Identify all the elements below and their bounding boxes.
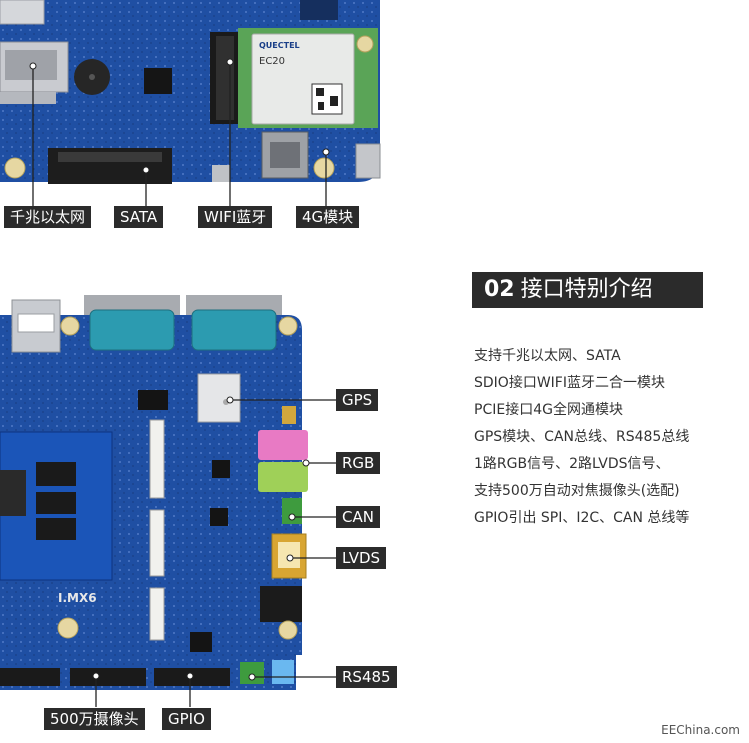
- feature-list: 支持千兆以太网、SATA SDIO接口WIFI蓝牙二合一模块 PCIE接口4G全…: [474, 343, 689, 532]
- feature-item: 1路RGB信号、2路LVDS信号、: [474, 456, 670, 472]
- label-wifi-bt: WIFI蓝牙: [198, 206, 273, 228]
- feature-item: SDIO接口WIFI蓝牙二合一模块: [474, 375, 665, 391]
- section-number: 02: [484, 277, 515, 302]
- label-4g-module: 4G模块: [296, 206, 360, 228]
- feature-item: PCIE接口4G全网通模块: [474, 402, 623, 418]
- 4g-module: QUECTEL EC20: [238, 28, 378, 128]
- som-module: I.MX6: [0, 431, 113, 605]
- label-gps: GPS: [336, 389, 379, 411]
- label-gpio: GPIO: [162, 708, 211, 730]
- watermark: EEChina.com: [661, 723, 740, 737]
- feature-item: GPIO引出 SPI、I2C、CAN 总线等: [474, 510, 690, 526]
- buzzer: [74, 59, 110, 95]
- label-sata: SATA: [114, 206, 164, 228]
- label-rgb: RGB: [336, 452, 381, 474]
- label-ethernet: 千兆以太网: [4, 206, 92, 228]
- module-model: EC20: [259, 56, 285, 67]
- label-rs485: RS485: [336, 666, 397, 688]
- feature-item: 支持千兆以太网、SATA: [474, 348, 621, 364]
- feature-item: 支持500万自动对焦摄像头(选配): [474, 483, 680, 499]
- section-title: 接口特别介绍: [520, 277, 653, 302]
- som-label: I.MX6: [58, 591, 97, 605]
- label-can: CAN: [336, 506, 380, 528]
- top-board: QUECTEL EC20: [0, 0, 381, 207]
- label-camera: 500万摄像头: [44, 708, 145, 730]
- bottom-board: I.MX6: [0, 295, 337, 707]
- db9-connectors: [84, 295, 282, 351]
- module-brand: QUECTEL: [259, 41, 300, 50]
- feature-item: GPS模块、CAN总线、RS485总线: [474, 429, 690, 445]
- label-lvds: LVDS: [336, 547, 387, 569]
